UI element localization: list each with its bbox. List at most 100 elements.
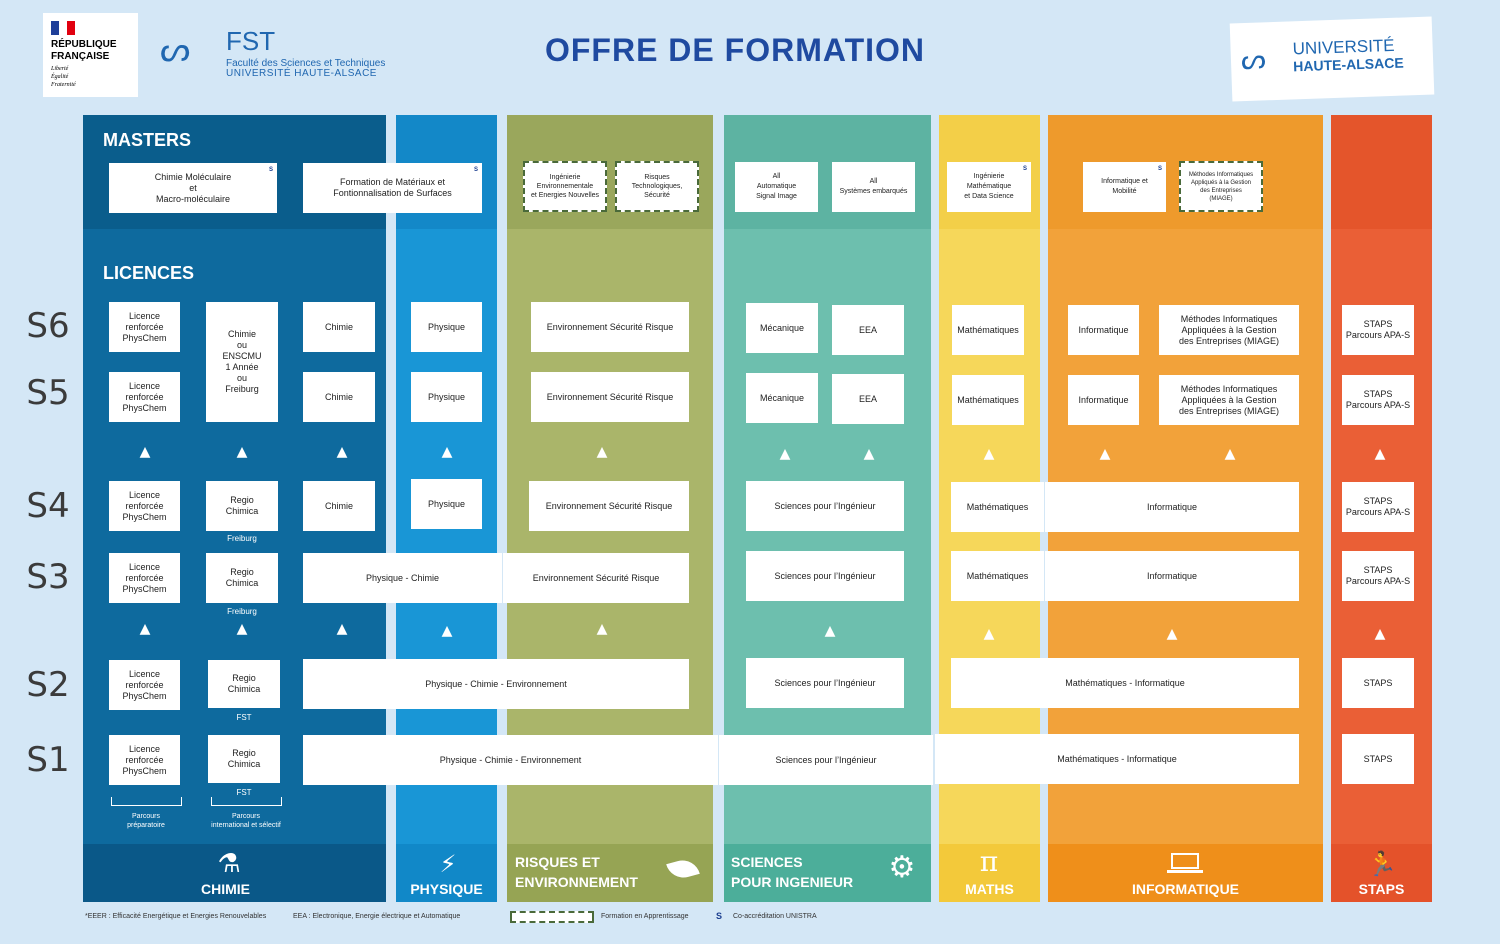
licence-mecanique-s5[interactable]: Mécanique bbox=[746, 373, 818, 423]
licence-esr-s5[interactable]: Environnement Sécurité Risque bbox=[531, 372, 689, 422]
box-label: STAPS Parcours APA-S bbox=[1345, 389, 1411, 410]
gears-icon: ⚙ bbox=[888, 850, 916, 885]
footer-unistra: Co-accréditation UNISTRA bbox=[733, 913, 817, 920]
licence-info-s5[interactable]: Informatique bbox=[1068, 375, 1139, 425]
licence-physique-s5[interactable]: Physique bbox=[411, 372, 482, 422]
box-label: Chimie bbox=[324, 500, 353, 511]
licence-chimie-s6[interactable]: Chimie bbox=[303, 302, 375, 352]
licence-esr-s4[interactable]: Environnement Sécurité Risque bbox=[529, 481, 689, 531]
licence-maths-s3[interactable]: Mathématiques bbox=[951, 551, 1044, 601]
box-label: Mathématiques - Informatique bbox=[1065, 677, 1185, 688]
box-label: Physique - Chimie - Environnement bbox=[439, 754, 582, 765]
licence-lrp-s1[interactable]: Licence renforcée PhysChem bbox=[109, 735, 180, 785]
licence-eea-s6[interactable]: EEA bbox=[832, 305, 904, 355]
box-label: Sciences pour l’Ingénieur bbox=[774, 500, 876, 511]
licence-lrp-s2[interactable]: Licence renforcée PhysChem bbox=[109, 660, 180, 710]
licence-physique-s4[interactable]: Physique bbox=[411, 479, 482, 529]
licence-maths-s5[interactable]: Mathématiques bbox=[952, 375, 1024, 425]
box-label: Chimie ou ENSCMU 1 Année ou Freiburg bbox=[222, 329, 262, 394]
licence-regio-s4[interactable]: Regio Chimica bbox=[206, 481, 278, 531]
fst-wordmark: FST bbox=[226, 26, 276, 56]
licence-eea-s5[interactable]: EEA bbox=[832, 374, 904, 424]
licence-esr-s6[interactable]: Environnement Sécurité Risque bbox=[531, 302, 689, 352]
master-miage[interactable]: Méthodes Informatiques Appliqués à la Ge… bbox=[1179, 161, 1263, 212]
licence-chimie-s5[interactable]: Chimie bbox=[303, 372, 375, 422]
licence-lrp-s3[interactable]: Licence renforcée PhysChem bbox=[109, 553, 180, 603]
rf-line1: RÉPUBLIQUE bbox=[51, 39, 117, 50]
box-label: Regio Chimica bbox=[227, 673, 261, 694]
arrow-up-icon: ▲ bbox=[824, 623, 836, 639]
master-materiaux-surfaces[interactable]: Formation de Matériaux et Fontionnalisat… bbox=[303, 163, 482, 213]
column-label-physique: PHYSIQUE bbox=[410, 881, 483, 897]
licence-lrp-s4[interactable]: Licence renforcée PhysChem bbox=[109, 481, 180, 531]
box-label: Regio Chimica bbox=[225, 495, 259, 516]
licence-staps-s2[interactable]: STAPS bbox=[1342, 658, 1414, 708]
masters-heading: MASTERS bbox=[103, 130, 192, 150]
licence-lrp-s6[interactable]: Licence renforcée PhysChem bbox=[109, 302, 180, 352]
label-freiburg-s4: Freiburg bbox=[227, 534, 257, 543]
licence-physique-chimie-s3[interactable]: Physique - Chimie bbox=[303, 553, 502, 603]
licence-staps-s3[interactable]: STAPS Parcours APA-S bbox=[1342, 551, 1414, 601]
licence-spi-s3[interactable]: Sciences pour l’Ingénieur bbox=[746, 551, 904, 601]
licence-maths-s4[interactable]: Mathématiques bbox=[951, 482, 1044, 532]
licence-miage-s6[interactable]: Méthodes Informatiques Appliquées à la G… bbox=[1159, 305, 1299, 355]
column-label-spi: SCIENCES POUR INGENIEUR bbox=[731, 854, 854, 890]
licence-info-s6[interactable]: Informatique bbox=[1068, 305, 1139, 355]
master-label: All Automatique Signal Image bbox=[756, 173, 797, 200]
licence-esr-s3[interactable]: Environnement Sécurité Risque bbox=[503, 553, 689, 603]
licence-pce-s2[interactable]: Physique - Chimie - Environnement bbox=[303, 659, 689, 709]
box-label: Physique bbox=[427, 391, 466, 402]
licence-mecanique-s6[interactable]: Mécanique bbox=[746, 303, 818, 353]
master-ingenierie-environnementale[interactable]: Ingénierie Environnementale et Energies … bbox=[523, 161, 607, 212]
arrow-up-icon: ▲ bbox=[1374, 626, 1386, 642]
arrow-up-icon: ▲ bbox=[139, 444, 151, 460]
semester-s6: S6 bbox=[26, 306, 70, 346]
licence-physique-s6[interactable]: Physique bbox=[411, 302, 482, 352]
licence-lrp-s5[interactable]: Licence renforcée PhysChem bbox=[109, 372, 180, 422]
bracket-parcours1 bbox=[111, 797, 182, 806]
licence-spi-s2[interactable]: Sciences pour l’Ingénieur bbox=[746, 658, 904, 708]
licence-staps-s5[interactable]: STAPS Parcours APA-S bbox=[1342, 375, 1414, 425]
licence-maths-s6[interactable]: Mathématiques bbox=[952, 305, 1024, 355]
licence-regio-s1[interactable]: Regio Chimica bbox=[208, 735, 280, 783]
licence-spi-s1[interactable]: Sciences pour l’Ingénieur bbox=[719, 735, 933, 785]
box-label: Sciences pour l’Ingénieur bbox=[774, 677, 876, 688]
licence-staps-s4[interactable]: STAPS Parcours APA-S bbox=[1342, 482, 1414, 532]
arrow-up-icon: ▲ bbox=[983, 626, 995, 642]
arrow-up-icon: ▲ bbox=[441, 444, 453, 460]
arrow-up-icon: ▲ bbox=[236, 621, 248, 637]
licence-miage-s5[interactable]: Méthodes Informatiques Appliquées à la G… bbox=[1159, 375, 1299, 425]
licence-regio-s2[interactable]: Regio Chimica bbox=[208, 660, 280, 708]
licence-regio-s3[interactable]: Regio Chimica bbox=[206, 553, 278, 603]
legend-apprentissage-swatch bbox=[510, 911, 594, 923]
licence-math-info-s1[interactable]: Mathématiques - Informatique bbox=[935, 734, 1299, 784]
box-label: Physique - Chimie - Environnement bbox=[425, 678, 567, 689]
licence-enscmu[interactable]: Chimie ou ENSCMU 1 Année ou Freiburg bbox=[206, 302, 278, 422]
licence-staps-s6[interactable]: STAPS Parcours APA-S bbox=[1342, 305, 1414, 355]
box-label: Licence renforcée PhysChem bbox=[122, 489, 167, 522]
licence-info-s3[interactable]: Informatique bbox=[1045, 551, 1299, 601]
box-label: STAPS bbox=[1363, 677, 1393, 688]
box-label: Mathématiques - Informatique bbox=[1057, 753, 1177, 764]
box-label: Informatique bbox=[1078, 324, 1129, 335]
arrow-up-icon: ▲ bbox=[1224, 446, 1236, 462]
box-label: Environnement Sécurité Risque bbox=[532, 572, 660, 583]
licence-pce-s1[interactable]: Physique - Chimie - Environnement bbox=[303, 735, 718, 785]
column-label-chimie: CHIMIE bbox=[201, 881, 250, 897]
master-systemes-embarques[interactable]: All Systèmes embarqués bbox=[832, 162, 915, 212]
licence-spi-s4[interactable]: Sciences pour l’Ingénieur bbox=[746, 481, 904, 531]
master-risques-technologiques[interactable]: Risques Technologiques, Sécurité bbox=[615, 161, 699, 212]
box-label: Informatique bbox=[1146, 501, 1198, 512]
master-automatique-signal-image[interactable]: All Automatique Signal Image bbox=[735, 162, 818, 212]
unistra-badge: S bbox=[473, 167, 478, 173]
box-label: STAPS Parcours APA-S bbox=[1345, 496, 1411, 517]
licence-staps-s1[interactable]: STAPS bbox=[1342, 734, 1414, 784]
licence-info-s4[interactable]: Informatique bbox=[1045, 482, 1299, 532]
leaf-icon bbox=[664, 856, 700, 884]
licence-chimie-s4[interactable]: Chimie bbox=[303, 481, 375, 531]
licence-math-info-s2[interactable]: Mathématiques - Informatique bbox=[951, 658, 1299, 708]
box-label: Sciences pour l’Ingénieur bbox=[774, 570, 876, 581]
